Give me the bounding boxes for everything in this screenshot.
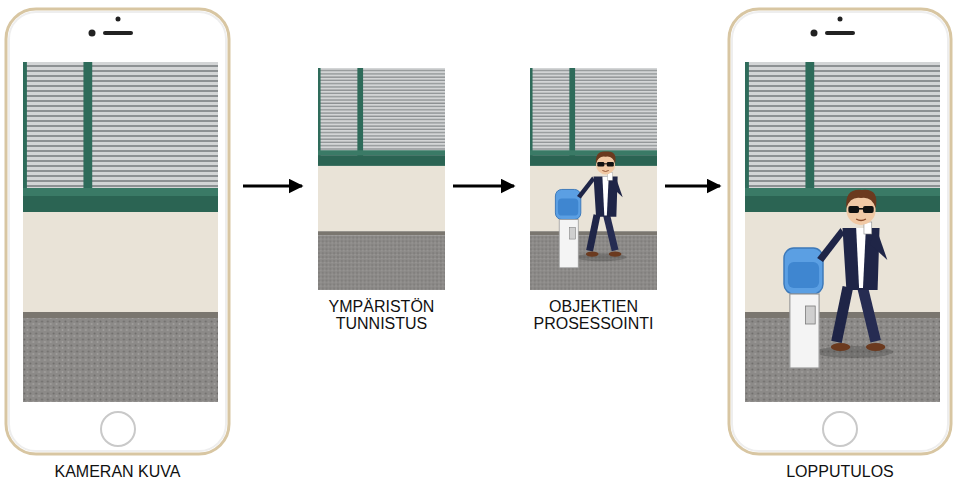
flow-arrow: [243, 185, 302, 188]
processed-image: [530, 68, 657, 290]
environment-image: [318, 68, 445, 290]
stage-label: KAMERAN KUVA: [0, 463, 250, 480]
stage-label: YMPÄRISTÖN TUNNISTUS: [308, 298, 455, 332]
flow-arrow: [665, 185, 720, 188]
camera-phone: KAMERAN KUVA: [5, 8, 230, 455]
phone-frame: [6, 9, 229, 454]
flow-arrow: [453, 185, 514, 188]
processed-image: OBJEKTIEN PROSESSOINTI: [530, 68, 657, 290]
phone-frame: [729, 9, 951, 454]
stage-label: OBJEKTIEN PROSESSOINTI: [520, 298, 667, 332]
result-phone: LOPPUTULOS: [728, 8, 952, 455]
environment-image: YMPÄRISTÖN TUNNISTUS: [318, 68, 445, 290]
stage-label: LOPPUTULOS: [708, 463, 953, 480]
